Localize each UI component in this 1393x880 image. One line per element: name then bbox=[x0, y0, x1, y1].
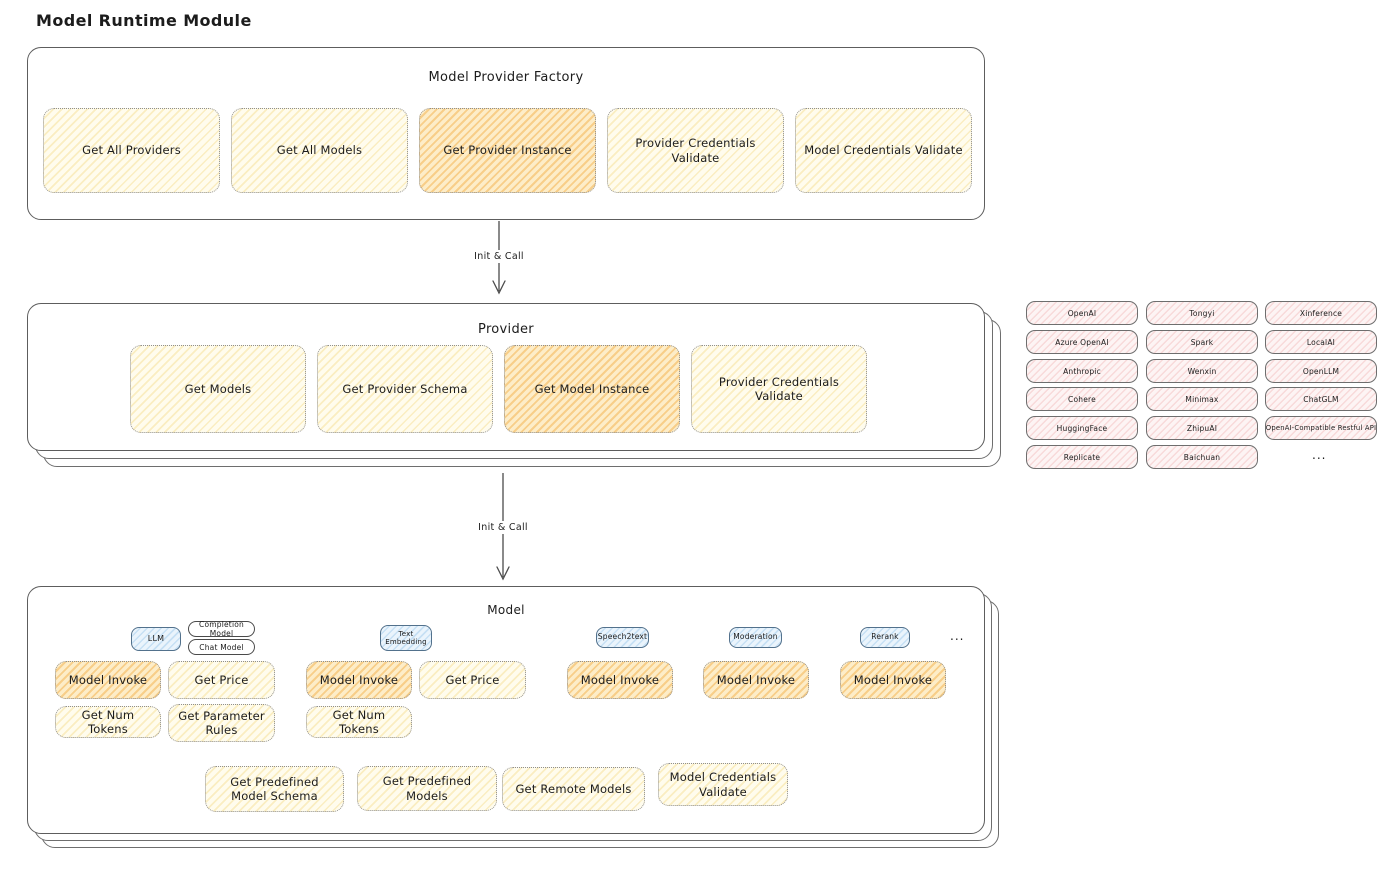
vendor-chip-baichuan: Baichuan bbox=[1146, 445, 1258, 469]
vendor-chip-wenxin: Wenxin bbox=[1146, 359, 1258, 383]
tab-moderation: Moderation bbox=[729, 627, 782, 648]
arrow-label-init-call-1: Init & Call bbox=[470, 250, 528, 263]
node-provider-credentials-validate: Provider Credentials Validate bbox=[691, 345, 867, 433]
vendor-chip-zhipuai: ZhipuAI bbox=[1146, 416, 1258, 440]
vendor-chip-chatglm: ChatGLM bbox=[1265, 387, 1377, 411]
vendor-chip-azure-openai: Azure OpenAI bbox=[1026, 330, 1138, 354]
page-title: Model Runtime Module bbox=[36, 11, 252, 30]
vendor-chip-cohere: Cohere bbox=[1026, 387, 1138, 411]
node-model-credentials-validate-factory: Model Credentials Validate bbox=[795, 108, 972, 193]
node-model-invoke-rerank: Model Invoke bbox=[840, 661, 946, 699]
node-get-remote-models: Get Remote Models bbox=[502, 767, 645, 811]
node-model-invoke-llm: Model Invoke bbox=[55, 661, 161, 699]
node-get-price-llm: Get Price bbox=[168, 661, 275, 699]
node-get-price-text-embedding: Get Price bbox=[419, 661, 526, 699]
node-get-predefined-model-schema: Get Predefined Model Schema bbox=[205, 766, 344, 812]
vendor-chip-localai: LocalAI bbox=[1265, 330, 1377, 354]
factory-title: Model Provider Factory bbox=[428, 70, 584, 85]
tab-chat-model: Chat Model bbox=[188, 639, 255, 655]
vendor-chip-replicate: Replicate bbox=[1026, 445, 1138, 469]
tab-text-embedding: Text Embedding bbox=[380, 625, 432, 651]
node-provider-credentials-validate-factory: Provider Credentials Validate bbox=[607, 108, 784, 193]
node-get-provider-instance: Get Provider Instance bbox=[419, 108, 596, 193]
node-get-all-models: Get All Models bbox=[231, 108, 408, 193]
node-get-provider-schema: Get Provider Schema bbox=[317, 345, 493, 433]
node-get-models: Get Models bbox=[130, 345, 306, 433]
tab-llm: LLM bbox=[131, 627, 181, 651]
node-get-all-providers: Get All Providers bbox=[43, 108, 220, 193]
node-get-num-tokens-llm: Get Num Tokens bbox=[55, 706, 161, 738]
vendor-chip-huggingface: HuggingFace bbox=[1026, 416, 1138, 440]
node-model-invoke-speech2text: Model Invoke bbox=[567, 661, 673, 699]
model-title: Model bbox=[487, 603, 525, 617]
tab-completion-model: Completion Model bbox=[188, 620, 255, 638]
node-model-invoke-text-embedding: Model Invoke bbox=[306, 661, 412, 699]
node-get-num-tokens-text-embedding: Get Num Tokens bbox=[306, 706, 412, 738]
vendors-more-ellipsis: ... bbox=[1312, 448, 1327, 462]
tab-rerank: Rerank bbox=[860, 627, 910, 648]
vendor-chip-anthropic: Anthropic bbox=[1026, 359, 1138, 383]
vendor-chip-openai-compatible-restful-api: OpenAI-Compatible Restful API bbox=[1265, 416, 1377, 440]
vendor-chip-openai: OpenAI bbox=[1026, 301, 1138, 325]
tabs-more-ellipsis: ... bbox=[950, 629, 965, 643]
node-model-invoke-moderation: Model Invoke bbox=[703, 661, 809, 699]
node-get-model-instance: Get Model Instance bbox=[504, 345, 680, 433]
provider-title: Provider bbox=[478, 322, 534, 337]
node-get-parameter-rules: Get Parameter Rules bbox=[168, 704, 275, 742]
tab-speech2text: Speech2text bbox=[596, 627, 649, 648]
vendor-chip-xinference: Xinference bbox=[1265, 301, 1377, 325]
vendor-chip-openllm: OpenLLM bbox=[1265, 359, 1377, 383]
arrow-label-init-call-2: Init & Call bbox=[474, 521, 532, 534]
node-get-predefined-models: Get Predefined Models bbox=[357, 766, 497, 811]
vendor-chip-spark: Spark bbox=[1146, 330, 1258, 354]
node-model-credentials-validate: Model Credentials Validate bbox=[658, 763, 788, 806]
vendor-chip-tongyi: Tongyi bbox=[1146, 301, 1258, 325]
vendor-chip-minimax: Minimax bbox=[1146, 387, 1258, 411]
